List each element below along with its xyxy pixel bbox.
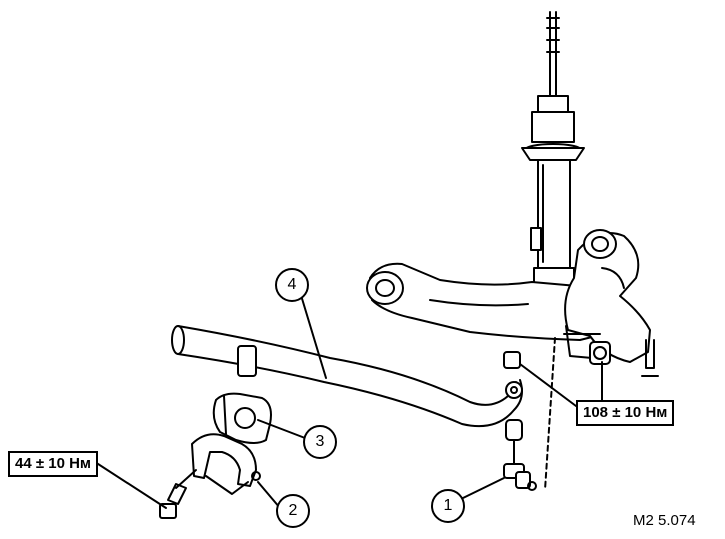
assembly-line: [544, 337, 556, 491]
part-number-1: 1: [431, 489, 465, 523]
stabilizer-link: [503, 351, 537, 491]
leader-torque-right-a: [519, 363, 577, 407]
bushing-clamp: [191, 433, 261, 495]
lower-control-arm: [366, 262, 625, 341]
leader-1: [462, 477, 505, 499]
clamp-bolt: [159, 469, 197, 519]
shock-absorber: [521, 11, 585, 305]
figure-code: M2 5.074: [633, 512, 696, 529]
leader-torque-left: [94, 461, 167, 509]
bushing: [212, 392, 272, 444]
leader-3: [257, 419, 306, 439]
part-number-4: 4: [275, 268, 309, 302]
torque-spec-left: 44 ± 10 Нм: [8, 451, 99, 477]
part-number-2: 2: [276, 494, 310, 528]
steering-knuckle: [563, 229, 659, 377]
part-number-3: 3: [303, 425, 337, 459]
stabilizer-bar: [171, 325, 523, 428]
torque-spec-right: 108 ± 10 Нм: [576, 400, 675, 426]
